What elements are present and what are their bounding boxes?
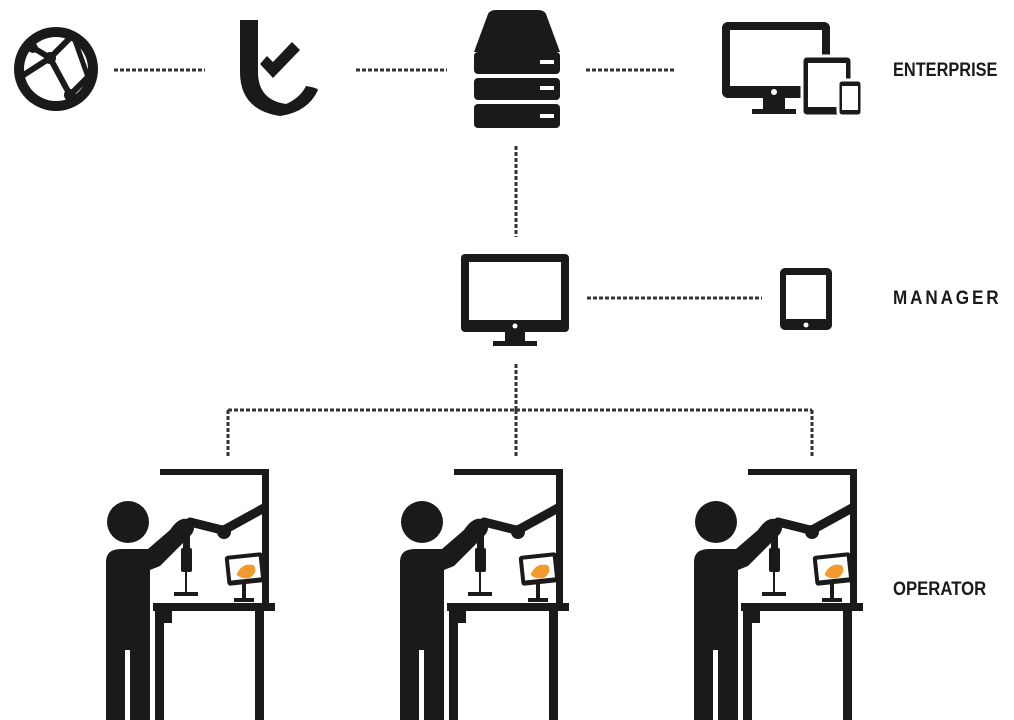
manager-tier-label: MANAGER <box>893 288 1002 309</box>
operator-workstation-icon <box>106 469 275 720</box>
enterprise-tier-label: ENTERPRISE <box>893 60 998 81</box>
manager-connectors <box>226 296 814 458</box>
tablet-icon <box>780 268 832 330</box>
shield-check-icon <box>240 20 318 116</box>
multi-device-icon <box>722 22 864 118</box>
operator-workstation-icon <box>400 469 569 720</box>
operator-tier-label: OPERATOR <box>893 579 987 600</box>
server-icon <box>474 10 560 128</box>
desktop-monitor-icon <box>461 254 569 346</box>
operator-workstation-icon <box>694 469 863 720</box>
globe-network-icon <box>14 27 98 111</box>
enterprise-connectors <box>114 68 676 237</box>
